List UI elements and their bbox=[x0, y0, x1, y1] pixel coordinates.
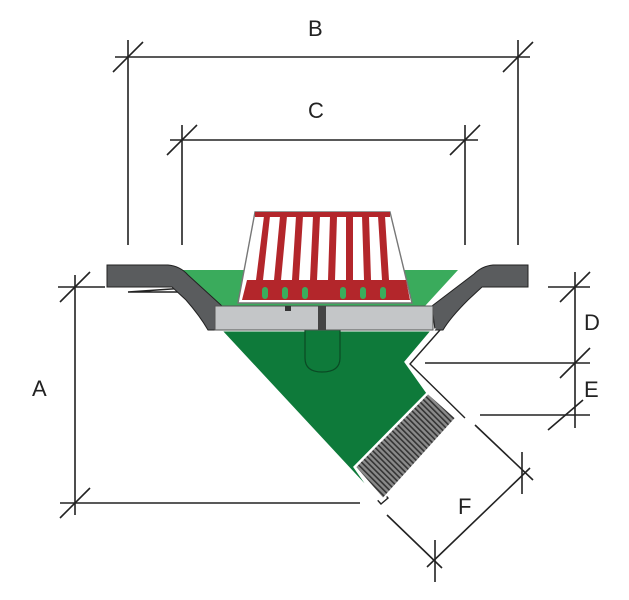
strainer-slots bbox=[262, 287, 386, 299]
threaded-outlet bbox=[353, 391, 458, 501]
label-e: E bbox=[584, 377, 599, 402]
strainer-ribs bbox=[255, 212, 390, 280]
left-flange bbox=[106, 264, 223, 331]
label-d: D bbox=[584, 310, 600, 335]
ring-bolt bbox=[318, 306, 326, 330]
label-c: C bbox=[308, 98, 324, 123]
dimension-a: A bbox=[32, 271, 360, 519]
label-b: B bbox=[308, 16, 323, 41]
body-outline bbox=[409, 329, 466, 419]
dimension-b: B bbox=[112, 16, 534, 245]
dimension-c: C bbox=[166, 98, 481, 245]
label-f: F bbox=[458, 494, 471, 519]
dimension-f: F bbox=[386, 424, 534, 582]
body-boss bbox=[304, 330, 341, 373]
dimension-d-e: D E bbox=[425, 271, 600, 431]
ring-screw bbox=[285, 306, 291, 311]
right-flange bbox=[431, 264, 529, 331]
label-a: A bbox=[32, 376, 47, 401]
